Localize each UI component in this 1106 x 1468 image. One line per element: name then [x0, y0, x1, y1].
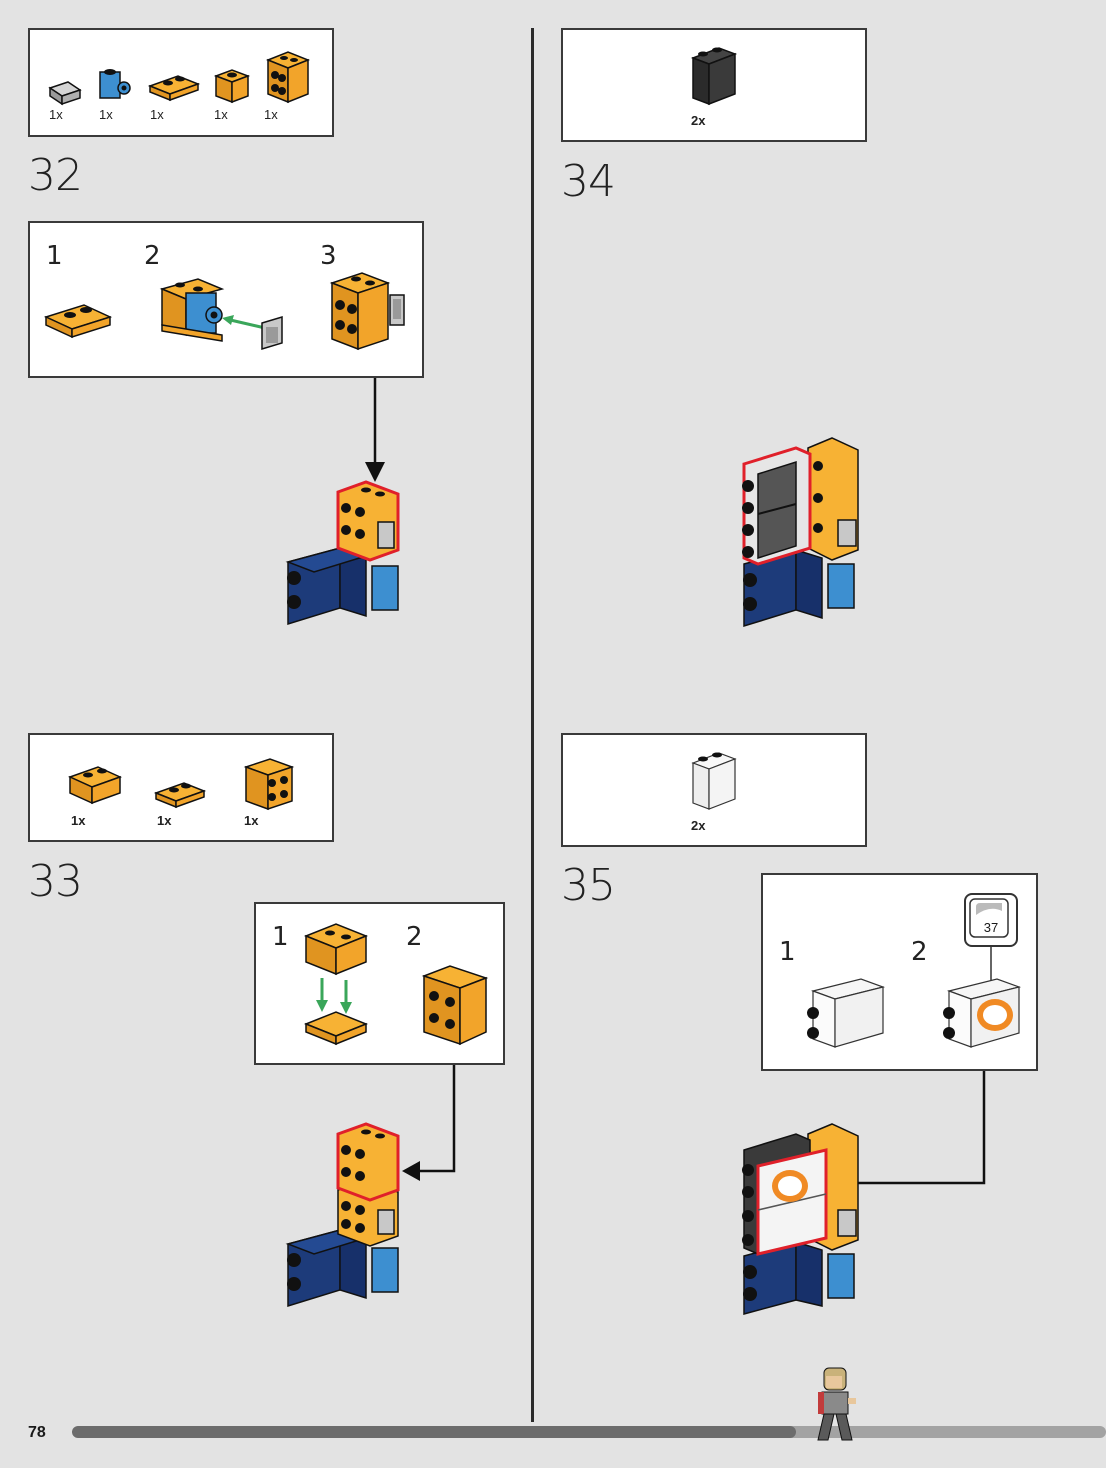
orange-bracket-assembly-icon [420, 962, 492, 1052]
sub-step-number: 1 [46, 241, 63, 271]
sub-step-number: 3 [320, 241, 337, 271]
part-qty: 1x [99, 107, 113, 122]
sticker-reference: 37 [964, 893, 1018, 947]
sticker-number: 37 [966, 920, 1016, 935]
part-qty: 2x [691, 113, 705, 128]
orange-brick-icon [212, 66, 252, 110]
clear-panel-icon [685, 749, 745, 813]
step-number: 34 [561, 156, 615, 207]
black-panel-icon [685, 44, 745, 108]
parts-callout-step-33: 1x 1x 1x [28, 733, 334, 842]
main-model-step-35 [736, 1120, 876, 1320]
blue-brick-icon [96, 66, 136, 110]
sub-assembly-callout-step-33: 1 2 [254, 902, 505, 1065]
orange-bracket-icon [264, 46, 312, 106]
sub-step-number: 2 [406, 922, 423, 952]
sub-step-number: 2 [911, 937, 928, 967]
parts-callout-step-35: 2x [561, 733, 867, 847]
progress-bar [72, 1426, 1106, 1438]
part-qty: 1x [71, 813, 85, 828]
main-model-step-34 [736, 434, 876, 634]
brick-on-plate-assembly-icon [300, 920, 380, 1050]
main-model-step-33 [280, 1120, 420, 1320]
parts-callout-step-32: 1x 1x 1x 1x 1x [28, 28, 334, 137]
part-qty: 1x [264, 107, 278, 122]
orange-brick-icon [68, 763, 124, 807]
part-qty: 1x [244, 813, 258, 828]
parts-callout-step-34: 2x [561, 28, 867, 142]
stickered-panel-icon [939, 971, 1029, 1061]
orange-plate-icon [154, 779, 208, 811]
clear-panel-assembly-icon [803, 971, 893, 1061]
part-qty: 1x [157, 813, 171, 828]
main-model-step-32 [280, 478, 420, 638]
step-number: 35 [561, 860, 615, 911]
grey-tile-icon [46, 78, 82, 108]
step-number: 33 [28, 856, 82, 907]
part-qty: 1x [214, 107, 228, 122]
orange-bracket-icon [242, 753, 298, 813]
callout-arrow [362, 378, 392, 488]
minifigure-icon [812, 1366, 862, 1446]
part-qty: 2x [691, 818, 705, 833]
orange-bracket-assembly-icon [328, 269, 408, 359]
sub-step-number: 1 [272, 922, 289, 952]
part-qty: 1x [150, 107, 164, 122]
part-qty: 1x [49, 107, 63, 122]
column-divider [531, 28, 534, 1422]
page-number: 78 [28, 1424, 46, 1442]
orange-plate-icon [44, 303, 114, 343]
sub-step-number: 1 [779, 937, 796, 967]
orange-plate-icon [148, 70, 200, 106]
sub-assembly-callout-step-32: 1 2 3 [28, 221, 424, 378]
sub-assembly-callout-step-35: 1 2 37 [761, 873, 1038, 1071]
progress-bar-fill [72, 1426, 796, 1438]
orange-blue-assembly-icon [158, 275, 298, 365]
step-number: 32 [28, 150, 82, 201]
sub-step-number: 2 [144, 241, 161, 271]
